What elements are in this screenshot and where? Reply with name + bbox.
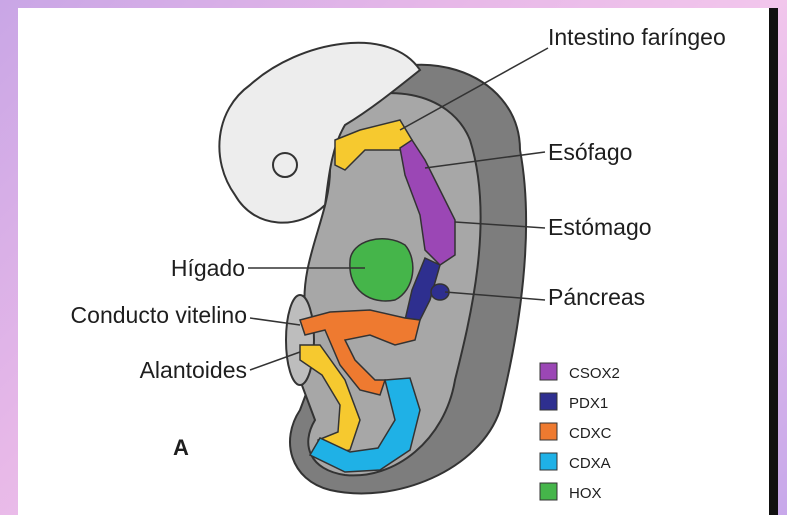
label-intestino-faringeo: Intestino faríngeo <box>548 24 726 50</box>
label-higado: Hígado <box>171 255 245 281</box>
legend-swatch-cdxc <box>540 423 557 440</box>
stalk-cylinder <box>286 295 314 385</box>
liver-bud <box>350 239 413 301</box>
legend-label-hox: HOX <box>569 485 602 502</box>
label-alantoides: Alantoides <box>140 357 247 383</box>
label-esofago: Esófago <box>548 139 632 165</box>
legend-swatch-cdxa <box>540 453 557 470</box>
legend-swatch-pdx1 <box>540 393 557 410</box>
legend-swatch-hox <box>540 483 557 500</box>
legend-label-cdxa: CDXA <box>569 455 611 472</box>
label-estomago: Estómago <box>548 214 652 240</box>
label-pancreas: Páncreas <box>548 284 645 310</box>
legend-label-pdx1: PDX1 <box>569 395 608 412</box>
label-conducto-vitelino: Conducto vitelino <box>71 302 247 328</box>
legend-label-cdxc: CDXC <box>569 425 612 442</box>
panel-letter: A <box>173 435 189 460</box>
embryo-eye <box>273 153 297 177</box>
legend-swatch-csox2 <box>540 363 557 380</box>
legend-label-csox2: CSOX2 <box>569 365 620 382</box>
